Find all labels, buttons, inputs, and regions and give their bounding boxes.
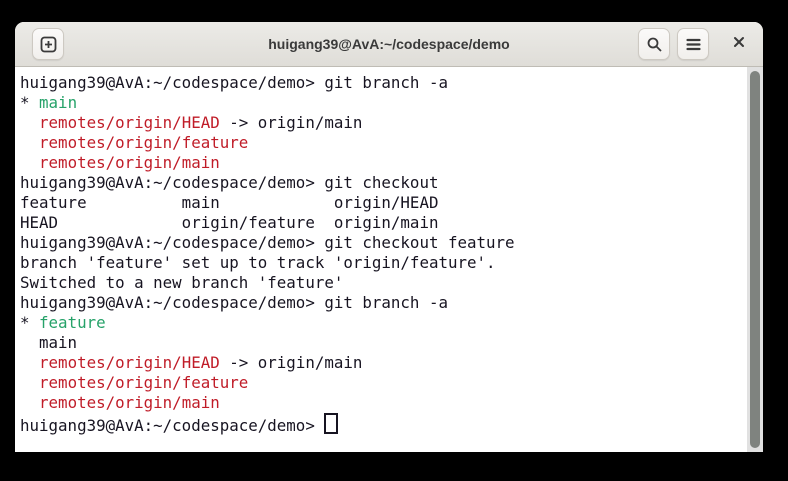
terminal-line: main (20, 333, 746, 353)
terminal-text-segment: remotes/origin/HEAD (39, 113, 220, 132)
terminal-text-segment: main (39, 93, 78, 112)
terminal-screen[interactable]: huigang39@AvA:~/codespace/demo> git bran… (15, 67, 763, 452)
terminal-line: branch 'feature' set up to track 'origin… (20, 253, 746, 273)
terminal-line: huigang39@AvA:~/codespace/demo> git chec… (20, 233, 746, 253)
terminal-text-segment (20, 393, 39, 412)
terminal-text-segment: feature (39, 313, 106, 332)
terminal-text-segment: remotes/origin/HEAD (39, 353, 220, 372)
menu-button[interactable] (677, 28, 709, 60)
terminal-window: huigang39@AvA:~/codespace/demo (15, 22, 763, 452)
terminal-text-segment (20, 133, 39, 152)
terminal-output: huigang39@AvA:~/codespace/demo> git bran… (20, 73, 746, 452)
terminal-text-segment: branch 'feature' set up to track 'origin… (20, 253, 496, 272)
close-icon (733, 35, 745, 53)
new-tab-icon (40, 36, 57, 53)
terminal-text-segment: -> origin/main (219, 113, 363, 132)
terminal-text-segment: remotes/origin/main (39, 153, 220, 172)
terminal-line: HEAD origin/feature origin/main (20, 213, 746, 233)
terminal-line: huigang39@AvA:~/codespace/demo> (20, 413, 746, 435)
terminal-text-segment: huigang39@AvA:~/codespace/demo> git bran… (20, 293, 448, 312)
terminal-line: remotes/origin/HEAD -> origin/main (20, 353, 746, 373)
terminal-text-segment: huigang39@AvA:~/codespace/demo> git bran… (20, 73, 448, 92)
terminal-line: remotes/origin/feature (20, 373, 746, 393)
terminal-text-segment (20, 153, 39, 172)
terminal-text-segment: remotes/origin/main (39, 393, 220, 412)
terminal-text-segment: remotes/origin/feature (39, 133, 249, 152)
terminal-line: * main (20, 93, 746, 113)
terminal-text-segment: huigang39@AvA:~/codespace/demo> git chec… (20, 233, 515, 252)
terminal-text-segment: huigang39@AvA:~/codespace/demo> (20, 416, 325, 435)
terminal-text-segment: * (20, 93, 40, 112)
terminal-text-segment: Switched to a new branch 'feature' (20, 273, 344, 292)
close-button[interactable] (723, 28, 755, 60)
terminal-line: remotes/origin/main (20, 153, 746, 173)
terminal-text-segment (20, 353, 39, 372)
titlebar[interactable]: huigang39@AvA:~/codespace/demo (15, 22, 763, 67)
terminal-text-segment: feature main origin/HEAD (20, 193, 439, 212)
terminal-line: huigang39@AvA:~/codespace/demo> git chec… (20, 173, 746, 193)
terminal-text-segment: huigang39@AvA:~/codespace/demo> git chec… (20, 173, 439, 192)
new-tab-button[interactable] (32, 28, 64, 60)
terminal-text-segment: HEAD origin/feature origin/main (20, 213, 439, 232)
search-icon (646, 36, 663, 53)
terminal-text-segment (20, 113, 39, 132)
terminal-line: huigang39@AvA:~/codespace/demo> git bran… (20, 293, 746, 313)
hamburger-menu-icon (685, 38, 701, 51)
terminal-text-segment: -> origin/main (219, 353, 363, 372)
terminal-text-segment: main (20, 333, 78, 352)
scrollbar-track[interactable] (747, 67, 763, 452)
terminal-cursor (324, 413, 339, 434)
search-button[interactable] (638, 28, 670, 60)
terminal-text-segment (20, 373, 39, 392)
terminal-line: feature main origin/HEAD (20, 193, 746, 213)
terminal-line: * feature (20, 313, 746, 333)
terminal-line: huigang39@AvA:~/codespace/demo> git bran… (20, 73, 746, 93)
terminal-text-segment: * (20, 313, 40, 332)
terminal-text-segment: remotes/origin/feature (39, 373, 249, 392)
terminal-line: remotes/origin/main (20, 393, 746, 413)
terminal-line: remotes/origin/HEAD -> origin/main (20, 113, 746, 133)
terminal-line: Switched to a new branch 'feature' (20, 273, 746, 293)
scrollbar-thumb[interactable] (750, 71, 760, 448)
terminal-line: remotes/origin/feature (20, 133, 746, 153)
